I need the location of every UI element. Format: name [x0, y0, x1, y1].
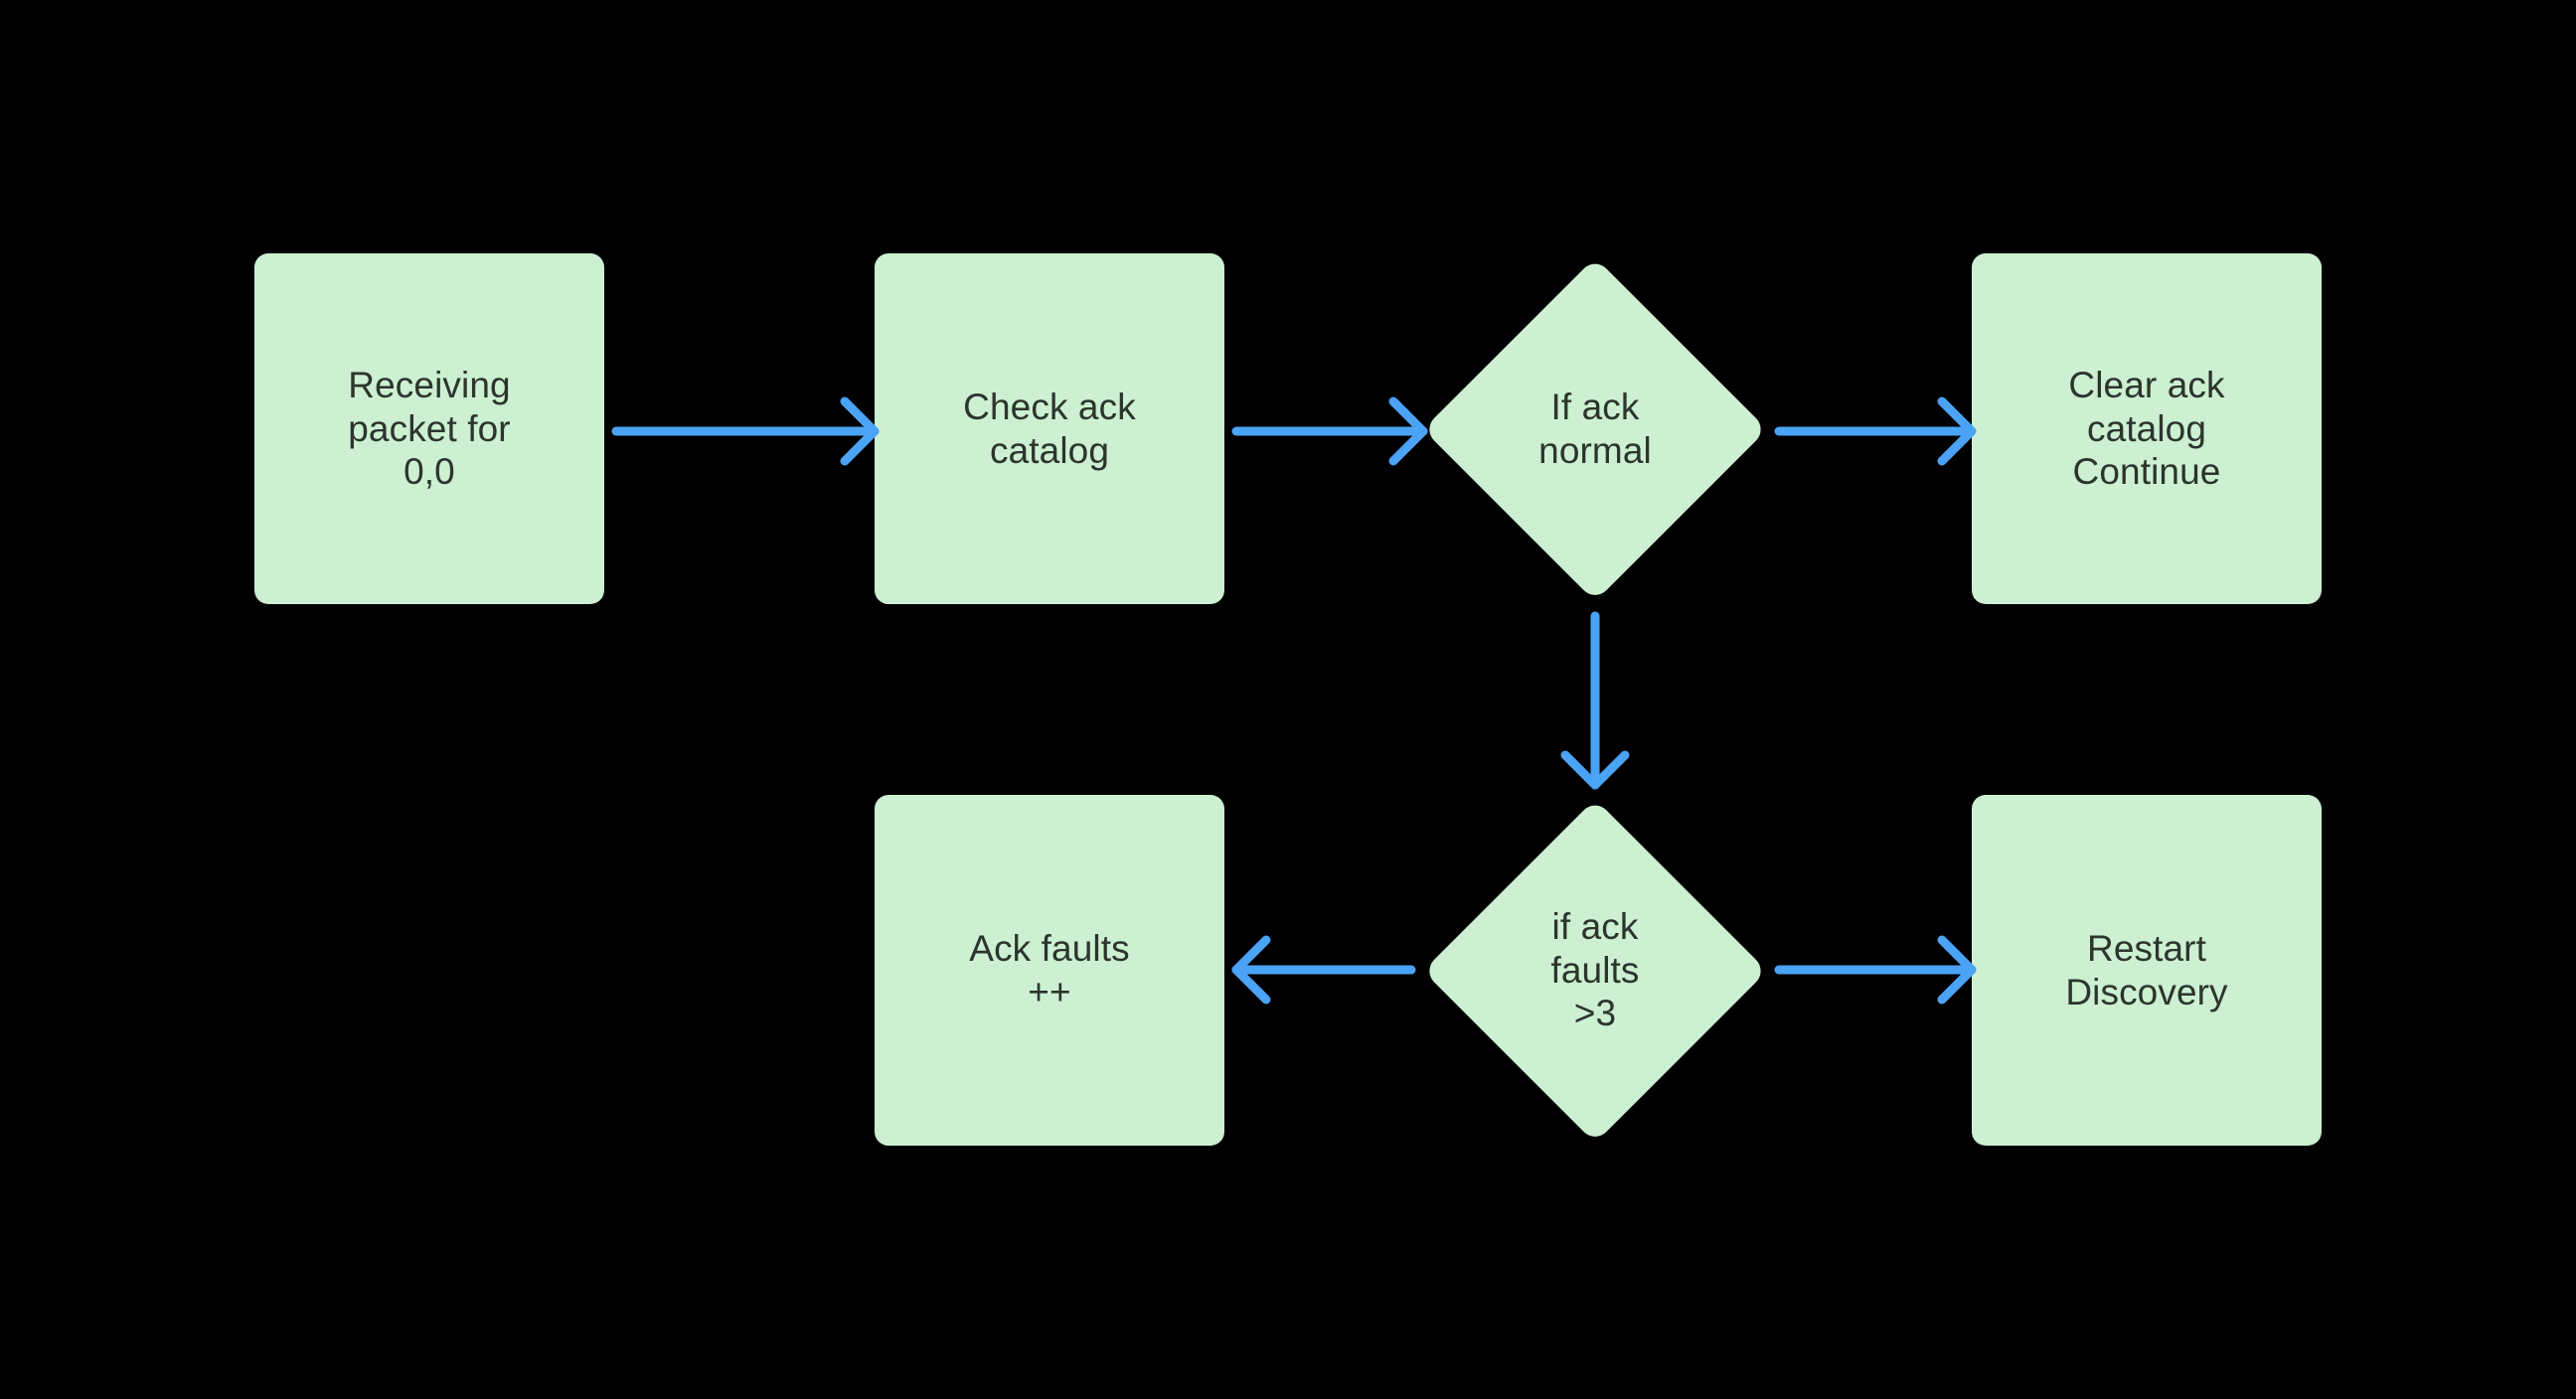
node-ack-faults-increment[interactable]: Ack faults ++ [875, 795, 1224, 1146]
edge-arrowhead [1937, 935, 1977, 1005]
edge-if-normal-to-if-faults [1560, 611, 1630, 790]
node-check-ack-catalog[interactable]: Check ack catalog [875, 253, 1224, 604]
edge-if-normal-to-clear [1774, 396, 1977, 466]
diamond-shape [1423, 798, 1767, 1143]
node-receiving-packet[interactable]: Receiving packet for 0,0 [254, 253, 604, 604]
edge-arrowhead [1388, 396, 1428, 466]
edge-if-faults-to-ack-faults [1231, 935, 1416, 1005]
node-label: Restart Discovery [2065, 927, 2228, 1012]
node-restart-discovery[interactable]: Restart Discovery [1972, 795, 2322, 1146]
node-clear-ack-catalog[interactable]: Clear ack catalog Continue [1972, 253, 2322, 604]
diamond-shape [1423, 256, 1767, 601]
node-label: Receiving packet for 0,0 [348, 365, 511, 493]
edge-arrowhead [1231, 935, 1271, 1005]
edge-if-faults-to-restart [1774, 935, 1977, 1005]
edge-receiving-to-check [611, 396, 880, 466]
node-label: Clear ack catalog Continue [2068, 365, 2225, 493]
node-if-ack-faults-gt3[interactable]: if ack faults >3 [1423, 795, 1767, 1146]
edge-arrowhead [1937, 396, 1977, 466]
edge-arrowhead [1560, 750, 1630, 790]
node-label: Ack faults ++ [969, 927, 1130, 1012]
node-label: Check ack catalog [963, 386, 1136, 471]
edge-arrowhead [840, 396, 880, 466]
node-if-ack-normal[interactable]: If ack normal [1423, 253, 1767, 604]
